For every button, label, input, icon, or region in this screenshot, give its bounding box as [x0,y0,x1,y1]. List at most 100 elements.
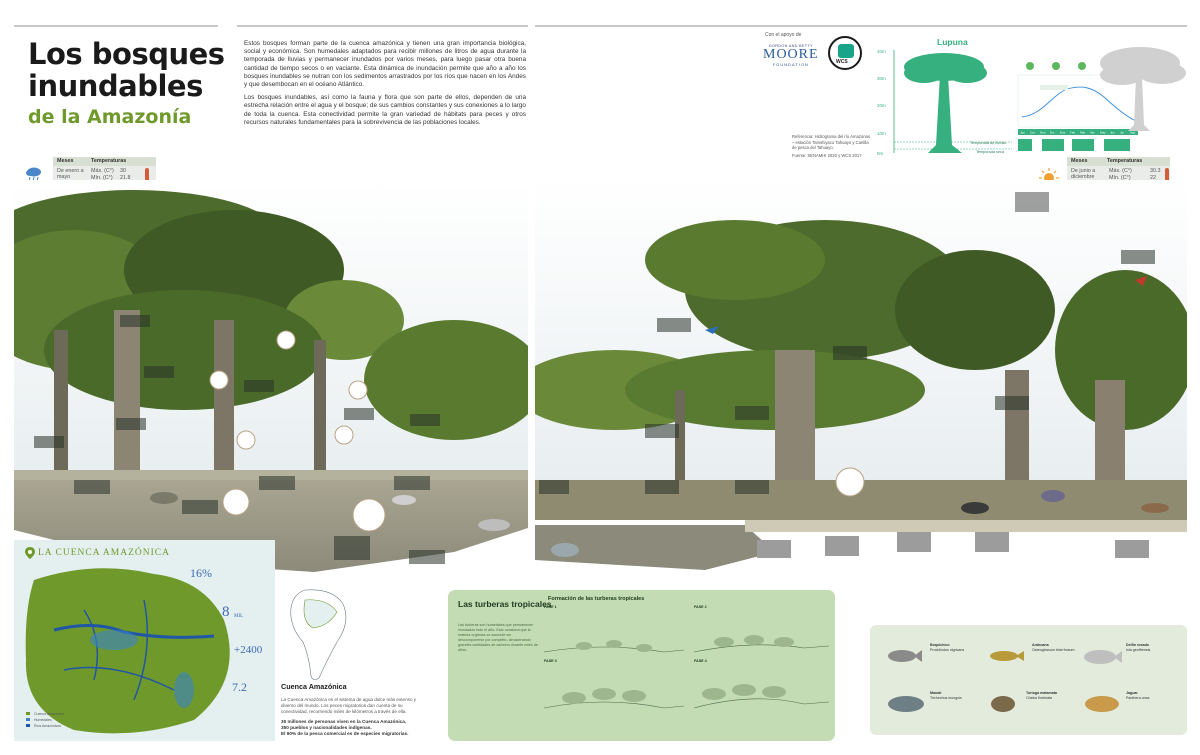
fish-silhouettes [150,492,510,531]
legend-wetlands: Humedales [34,718,52,722]
map-legend: Cuenca Amazónica Humedales Ríos Amazónic… [34,711,64,729]
month-label: Nov [1040,131,1046,135]
page-title: Los bosques inundables de la Amazonía [28,38,228,128]
species-name: Delfín rosado [1126,643,1149,647]
info-labels [539,192,1155,494]
season-rain-label: Temporada de lluvias [970,141,1006,145]
min-value: 22 [1150,175,1156,181]
height-tick: 10m [877,131,886,136]
dolphin-icon [1084,650,1122,664]
cuenca-fact: El 90% de la pesca comercial es de espec… [281,731,409,737]
species-sci: Panthera onca [1126,695,1150,700]
title-line-1: Los bosques [28,37,225,71]
cuenca-fact: 30 millones de personas viven en la Cuen… [281,719,407,724]
river-channel [535,525,775,570]
peatland-phases-diagram [544,635,830,709]
dry-forest-illustration [535,180,1187,570]
lupuna-tree-icon [904,53,987,153]
min-label: Mín. (C°) [1109,175,1131,181]
min-value: 21.8 [120,175,131,181]
species-sci: Inia geoffrensis [1126,647,1151,652]
bird-detail-icon [835,467,865,497]
species-sci: Chelus fimbriata [1026,695,1052,700]
sponsor-logos: Con el apoyo de GORDON AND BETTY MOORE F… [760,30,880,75]
stat-16-percent: 16% [190,566,212,580]
macaw-icons [705,276,1147,334]
month-label: Oct [1030,131,1035,135]
cuenca-title: Cuenca Amazónica [281,682,347,691]
fish-icon [888,650,922,662]
wcs-mark [838,44,854,58]
peatlands-diagram-title: Formación de las turberas tropicales [548,596,645,602]
species-sci: Osteoglossum bicirrhosum [1032,647,1075,652]
phase-1-label: FASE 1 [544,605,557,609]
header-temperatures: Temperaturas [91,158,127,164]
month-label: Jul [1120,131,1124,135]
moore-name: MOORE [763,47,819,62]
species-name: Tortuga matamata [1026,691,1057,695]
map-title: LA CUENCA AMAZÓNICA [38,548,170,558]
animal-silhouettes [551,490,1169,557]
amazon-basin-map: LA CUENCA AMAZÓNICA 16% 8 MIL +2400 7.2 … [14,540,275,741]
intro-paragraph-2: Los bosques inundables, así como la faun… [244,94,526,126]
climate-header: Meses Temperaturas [53,157,156,166]
species-name: Boquichico [930,643,950,647]
title-line-3: de la Amazonía [28,106,192,128]
height-tick: 40m [877,49,886,54]
month-row: Jan Oct Nov Dic Ene Feb Mar Abr May Jun … [1018,129,1138,135]
legend-basin: Cuenca Amazónica [34,712,65,716]
height-tick: 20m [877,103,886,108]
turtle-icon [991,696,1015,712]
max-label: Máx. (C°) [91,168,114,174]
moore-bottom-text: FOUNDATION [772,62,809,67]
grey-callouts [757,532,1149,558]
species-sci: Trichechus inunguis [930,695,962,700]
season-note-boxes [1018,139,1130,151]
basin-map-graphic [25,568,230,734]
arahuana-icon [990,651,1024,661]
seed-icons [209,330,386,532]
height-tick: 30m [877,76,886,81]
lupuna-diagram: 40m 30m 20m 10m 0m Temporada de lluvias … [877,47,1186,156]
thermometer-icon [145,168,149,182]
lupuna-title: Lupuna [937,37,968,47]
species-name: Manatí [930,691,942,695]
top-rule-right [535,25,1187,27]
month-label: Ene [1060,131,1066,135]
month-label: Ago [1130,131,1136,135]
month-label: Jun [1110,131,1115,135]
month-label: Dic [1050,131,1055,135]
months-range: De enero a mayo [57,168,84,181]
month-label: Feb [1070,131,1076,135]
wcs-logo: WCS [828,36,862,70]
peatlands-panel: Las turberas tropicales Las turberas son… [448,590,835,741]
header-temperatures: Temperaturas [1107,158,1143,164]
reference-note: Referencia: Hidrograma del río Amazonas … [792,134,872,158]
max-label: Máx. (C°) [1109,168,1132,174]
moore-top-text: GORDON AND BETTY [768,44,813,48]
jaguar-icon [1085,696,1119,712]
manatee-icon [888,696,924,712]
flooded-forest-illustration [14,180,528,572]
species-name: Jaguar [1126,691,1138,695]
height-scale: 40m 30m 20m 10m 0m [877,49,895,156]
header-months: Meses [57,158,74,164]
month-label: Jan [1020,131,1025,135]
max-value: 30 [120,168,126,174]
species-name: Arahuana [1032,643,1049,647]
intro-text: Estos bosques forman parte de la cuenca … [244,40,526,127]
cuenca-section: Cuenca Amazónica La Cuenca Amazónica es … [281,584,421,738]
phase-2-label: FASE 2 [694,605,707,609]
wcs-text: WCS [836,59,848,65]
reference-text: Referencia: Hidrograma del río Amazonas … [792,134,870,151]
phase-3-label: FASE 3 [544,659,557,663]
min-label: Mín. (C°) [91,175,113,181]
cuenca-fact: 350 pueblos y nacionalidades indígenas. [281,725,372,731]
month-label: May [1100,131,1106,135]
stat-8-mil-suffix: MIL [234,614,244,619]
